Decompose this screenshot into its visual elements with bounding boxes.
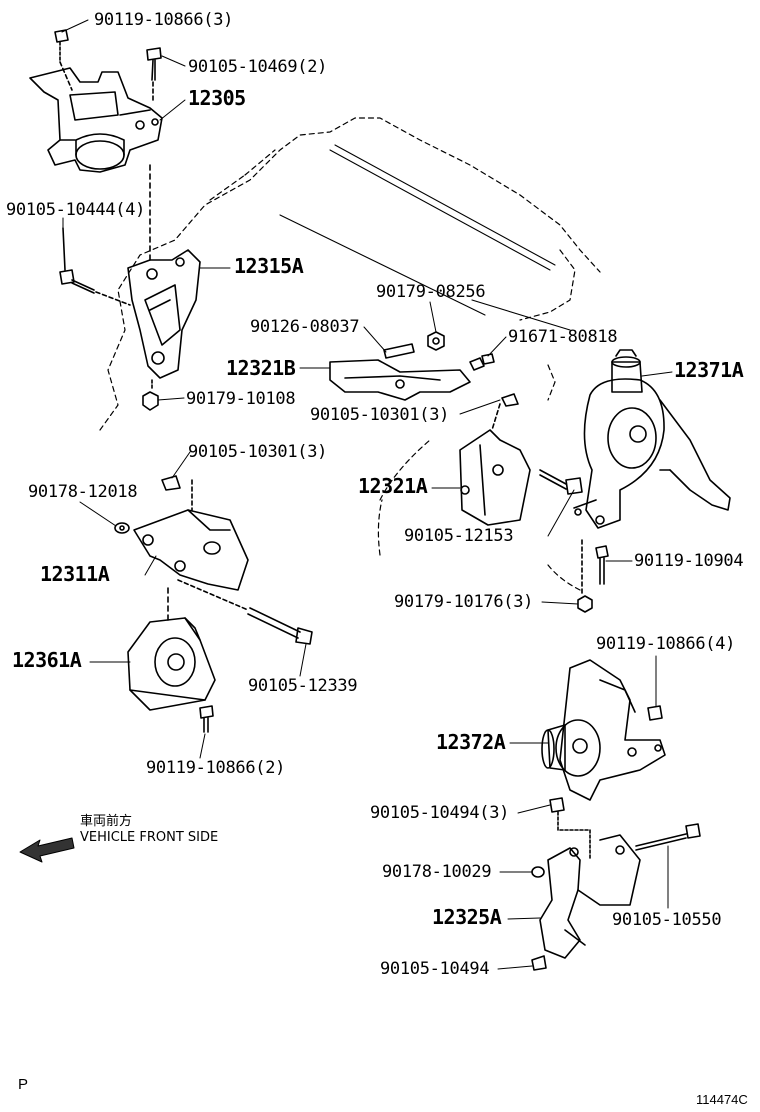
washer-90178-12018 bbox=[114, 522, 130, 534]
part-label: 90105-10444(4) bbox=[6, 200, 146, 220]
part-12305 bbox=[29, 67, 163, 173]
leader-lines bbox=[61, 19, 673, 970]
part-label: 12372A bbox=[436, 730, 506, 754]
part-label: 90105-10550 bbox=[612, 910, 722, 930]
part-label: 90179-10108 bbox=[186, 389, 296, 409]
bolt-90105-12153 bbox=[539, 469, 583, 495]
part-12372A bbox=[541, 659, 666, 801]
part-12321B bbox=[329, 359, 471, 401]
part-label: 90179-08256 bbox=[376, 282, 486, 302]
part-label: 12311A bbox=[40, 562, 110, 586]
direction-label-english: VEHICLE FRONT SIDE bbox=[80, 830, 219, 845]
part-label: 12315A bbox=[234, 254, 304, 278]
part-label: 90105-10469(2) bbox=[188, 57, 328, 77]
part-12371A bbox=[573, 349, 731, 529]
part-label: 90119-10866(4) bbox=[596, 634, 736, 654]
vehicle-front-arrow-icon bbox=[19, 837, 75, 863]
part-12311A bbox=[133, 509, 249, 591]
bolt-90119-10866-right bbox=[647, 705, 663, 721]
engine-outline bbox=[99, 117, 601, 591]
direction-label-japanese: 車両前方 bbox=[80, 814, 133, 829]
part-label: 90105-12339 bbox=[248, 676, 358, 696]
part-label: 90105-10301(3) bbox=[188, 442, 328, 462]
bolt-91671-80818 bbox=[469, 353, 495, 371]
bolt-90119-10866-top bbox=[54, 29, 69, 63]
part-label: 12325A bbox=[432, 905, 502, 929]
engine-detail bbox=[279, 144, 571, 331]
diagram-id: 114474C bbox=[696, 1092, 748, 1107]
part-12361A bbox=[127, 617, 216, 711]
part-label: 90105-12153 bbox=[404, 526, 514, 546]
part-label: 12321A bbox=[358, 474, 428, 498]
part-label: 91671-80818 bbox=[508, 327, 618, 347]
bolt-90105-10301-left bbox=[161, 475, 193, 511]
part-12315A bbox=[127, 249, 201, 379]
part-12325A bbox=[539, 834, 641, 959]
part-label: 90105-10494(3) bbox=[370, 803, 510, 823]
part-label: 90119-10904 bbox=[634, 551, 744, 571]
nut-90179-10176 bbox=[577, 539, 593, 613]
part-label: 90178-10029 bbox=[382, 862, 492, 882]
washer-90178-10029 bbox=[531, 866, 545, 878]
part-label: 90126-08037 bbox=[250, 317, 360, 337]
bolt-90105-10469 bbox=[146, 47, 162, 101]
nut-90179-08256 bbox=[427, 331, 445, 351]
nut-90179-10108 bbox=[142, 379, 159, 411]
bolt-90105-10301-right bbox=[491, 393, 519, 431]
bolt-90119-10866-mid bbox=[199, 705, 214, 733]
part-label: 90119-10866(2) bbox=[146, 758, 286, 778]
part-label: 90105-10301(3) bbox=[310, 405, 450, 425]
bolt-90105-10494-top bbox=[549, 797, 591, 861]
part-label: 90179-10176(3) bbox=[394, 592, 534, 612]
part-label: 12321B bbox=[226, 356, 296, 380]
bolt-90105-10494-bottom bbox=[531, 955, 547, 971]
part-12321A bbox=[459, 429, 531, 526]
part-label: 90178-12018 bbox=[28, 482, 138, 502]
part-label: 90105-10494 bbox=[380, 959, 490, 979]
corner-mark: P bbox=[18, 1076, 29, 1093]
bolt-90119-10904 bbox=[595, 545, 609, 585]
part-label: 90119-10866(3) bbox=[94, 10, 234, 30]
part-label: 12371A bbox=[674, 358, 744, 382]
bolt-90105-10550 bbox=[635, 823, 701, 851]
stud-90126-08037 bbox=[383, 343, 415, 359]
bolt-90105-10444 bbox=[59, 227, 131, 306]
part-label: 12305 bbox=[188, 86, 246, 110]
bolt-90105-12339 bbox=[177, 579, 313, 645]
part-label: 12361A bbox=[12, 648, 82, 672]
